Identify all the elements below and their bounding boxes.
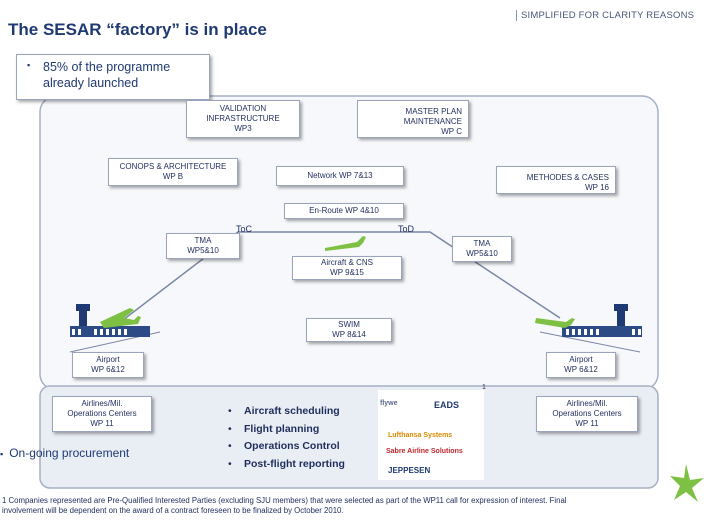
bullet-icon: ▪ [0, 449, 4, 459]
main-frame [39, 95, 659, 391]
list-item: •Post-flight reporting [228, 458, 345, 476]
list-item: •Flight planning [228, 423, 345, 441]
lufthansa-logo: Lufthansa Systems [388, 432, 453, 439]
airport-right-box: Airport WP 6&12 [546, 352, 616, 378]
page-title: The SESAR “factory” is in place [8, 20, 267, 39]
partner-logos: flywe EADS Lufthansa Systems Sabre Airli… [378, 390, 484, 480]
box-line: MASTER PLAN [405, 107, 462, 116]
footnote: 1 Companies represented are Pre-Qualifie… [2, 496, 702, 516]
box-line: Aircraft & CNS [320, 258, 373, 267]
tma-left-box: TMA WP5&10 [166, 233, 240, 259]
procurement-callout: ▪ On-going procurement [0, 446, 129, 460]
tod-label: ToD [398, 224, 415, 234]
launched-line-1: 85% of the programme [43, 60, 171, 74]
list-item-label: Operations Control [244, 440, 340, 452]
box-line: WP3 [234, 124, 252, 133]
list-item: •Operations Control [228, 440, 345, 458]
box-line: WP 9&15 [330, 268, 364, 277]
box-line: WP5&10 [466, 249, 498, 258]
box-line: WP 6&12 [91, 365, 125, 374]
flywe-logo: flywe [380, 400, 398, 407]
list-item-label: Post-flight reporting [244, 457, 345, 470]
box-line: INFRASTRUCTURE [206, 114, 280, 123]
bullet-icon: ▪ [27, 60, 31, 70]
airplane-icon [100, 308, 141, 328]
box-line: Network WP 7&13 [307, 171, 373, 180]
box-line: WP5&10 [187, 246, 219, 255]
activities-list: •Aircraft scheduling •Flight planning •O… [228, 405, 345, 475]
box-line: TMA [194, 236, 212, 245]
conops-box: CONOPS & ARCHITECTURE WP B [108, 158, 238, 186]
swim-box: SWIM WP 8&14 [306, 318, 392, 342]
launched-callout: ▪ 85% of the programme already launched [16, 54, 210, 100]
airlines-left-box: Airlines/Mil. Operations Centers WP 11 [52, 396, 152, 432]
box-line: WP 11 [90, 419, 114, 428]
box-line: METHODES & CASES [526, 173, 609, 182]
aircraft-cns-box: Aircraft & CNS WP 9&15 [292, 256, 402, 280]
flight-profile [109, 231, 561, 331]
control-tower-icon [70, 304, 150, 337]
box-line: WP 16 [585, 183, 609, 192]
network-box: Network WP 7&13 [276, 166, 404, 186]
box-line: Operations Centers [552, 409, 622, 418]
box-line: WP C [441, 127, 462, 136]
list-item-label: Flight planning [244, 422, 320, 435]
procurement-text: On-going procurement [9, 446, 130, 460]
en-route-box: En-Route WP 4&10 [284, 203, 404, 219]
methodes-box: METHODES & CASES WP 16 [496, 166, 616, 194]
box-line: En-Route WP 4&10 [309, 206, 379, 215]
box-line: MAINTENANCE [403, 117, 462, 126]
list-item-label: Aircraft scheduling [244, 405, 340, 417]
jeppesen-logo: JEPPESEN [388, 466, 431, 475]
list-item: •Aircraft scheduling [228, 405, 345, 423]
disclaimer-label: SIMPLIFIED FOR CLARITY REASONS [516, 10, 694, 21]
box-line: Operations Centers [67, 409, 137, 418]
airport-left-box: Airport WP 6&12 [72, 352, 144, 378]
box-line: Airlines/Mil. [81, 399, 123, 408]
footnote-line-1: 1 Companies represented are Pre-Qualifie… [2, 496, 567, 505]
box-line: SWIM [338, 320, 360, 329]
star-icon [670, 464, 704, 502]
box-line: WP 6&12 [564, 365, 598, 374]
box-line: WP 8&14 [332, 330, 366, 339]
sabre-logo: Sabre Airline Solutions [386, 448, 463, 455]
validation-infrastructure-box: VALIDATION INFRASTRUCTURE WP3 [186, 100, 300, 138]
box-line: WP 11 [575, 419, 599, 428]
airlines-right-box: Airlines/Mil. Operations Centers WP 11 [536, 396, 638, 432]
toc-label: ToC [236, 224, 253, 234]
eads-logo: EADS [434, 400, 460, 410]
airplane-icon [535, 318, 575, 328]
master-plan-box: MASTER PLAN MAINTENANCE WP C [357, 100, 469, 138]
control-tower-icon [562, 304, 642, 337]
footnote-line-2: involvement will be dependent on the awa… [2, 506, 344, 515]
footnote-marker: 1 [482, 384, 486, 391]
box-line: Airlines/Mil. [566, 399, 608, 408]
box-line: TMA [473, 239, 491, 248]
box-line: Airport [96, 355, 120, 364]
box-line: Airport [569, 355, 593, 364]
tma-right-box: TMA WP5&10 [452, 236, 512, 262]
box-line: VALIDATION [219, 104, 267, 113]
lower-band [39, 385, 659, 489]
airplane-icon [325, 236, 366, 251]
box-line: CONOPS & ARCHITECTURE [119, 162, 227, 171]
box-line: WP B [162, 172, 184, 181]
launched-line-2: already launched [43, 76, 139, 90]
